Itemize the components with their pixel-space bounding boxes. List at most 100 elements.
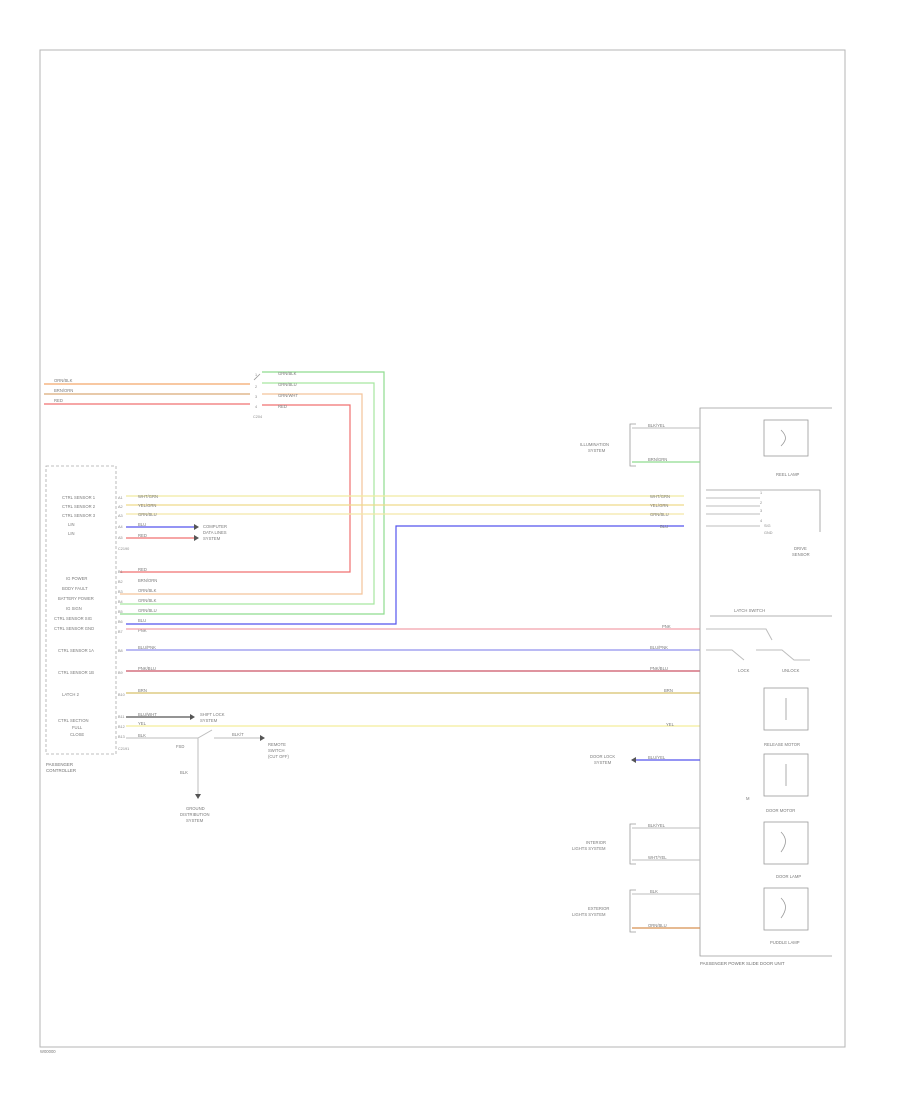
lower-pin-1: B1	[118, 570, 123, 574]
signal-label-right-4: BLU	[660, 524, 668, 529]
lower-pin-label-6: CTRL SENSOR SIG	[54, 616, 92, 621]
ground-callout-1: GROUND	[186, 806, 205, 811]
mid-pin-label-6: CLOSE	[70, 732, 84, 737]
lower-pin-label-5: IG SIGN	[66, 606, 82, 611]
mid-wire-1: BLU/PNK	[138, 645, 156, 650]
door-callout-1: DOOR LOCK	[590, 754, 615, 759]
top-wire-label-2: BRN/ORN	[54, 388, 73, 393]
upper-pin-3: A3	[118, 514, 123, 518]
lower-pin-label-2: IG POWER	[66, 576, 87, 581]
lower-pin-5: B5	[118, 610, 123, 614]
interior-callout-2: LIGHTS SYSTEM	[572, 846, 606, 851]
door-motor-box	[763, 753, 809, 797]
reel-wire-label-2: BRN/GRN	[648, 457, 667, 462]
mid-pin-label-2: CTRL SENSOR 1B	[58, 670, 94, 675]
door-lock-arrow	[631, 757, 636, 763]
signal-label-right-3: GRN/BLU	[650, 512, 669, 517]
c204-pin-2: 2	[255, 385, 257, 389]
controller-connector: C2190	[118, 547, 129, 551]
mid-pin-1: B8	[118, 649, 123, 653]
reel-lamp-name: REEL LAMP	[776, 472, 800, 477]
sensor-pin-1: 1	[760, 491, 762, 495]
lin-wire-2: RED	[138, 533, 147, 538]
controller-subconnector: C2191	[118, 747, 129, 751]
controller-box	[45, 465, 117, 755]
puddle-lamp-name: PUDDLE LAMP	[770, 940, 800, 945]
puddle-wire-label-1: BLK	[650, 889, 658, 894]
lower-wire-5: GRN/BLU	[138, 608, 157, 613]
ground-arrow	[195, 794, 201, 799]
grn-blk-wire	[120, 371, 385, 615]
release-motor-box	[763, 687, 809, 731]
remote-arrow	[260, 735, 265, 741]
lin-callout-2: DATA LINES	[203, 530, 227, 535]
door-lamp-bracket	[629, 823, 636, 865]
latch-label-right-2: BLU/PNK	[650, 645, 668, 650]
controller-name-1: PASSENGER	[46, 762, 73, 767]
sensor-pin-2: 2	[760, 501, 762, 505]
lower-pin-label-7: CTRL SENSOR GND	[54, 626, 94, 631]
door-motor-wire-label: BLU/YEL	[648, 755, 666, 760]
lin-arrow-2	[194, 535, 199, 541]
puddle-lamp-box	[763, 887, 809, 931]
ground-wire-label: BLK	[180, 770, 188, 775]
mid-wire-2: PNK/BLU	[138, 666, 156, 671]
signal-label-left-3: GRN/BLU	[138, 512, 157, 517]
sensor-label-sig: SIG	[764, 524, 771, 528]
sensor-label-gnd: GND	[764, 531, 773, 535]
signal-label-right-1: WHT/GRN	[650, 494, 670, 499]
sensor-pin-4: 4	[760, 519, 762, 523]
motor-m-label: M	[746, 796, 750, 801]
puddle-wire-label-2: ORN/BLU	[648, 923, 667, 928]
top-wire-label-3: RED	[54, 398, 63, 403]
passenger-controller: PASSENGER CONTROLLER CTRL SENSOR 1 CTRL …	[45, 465, 129, 773]
signal-label-left-2: YEL/GRN	[138, 503, 156, 508]
ground-pin: FSD	[176, 744, 184, 749]
lower-wire-1: RED	[138, 567, 147, 572]
upper-pin-label-1: CTRL SENSOR 1	[62, 495, 96, 500]
lower-wire-2: BRN/ORN	[138, 578, 157, 583]
shift-callout-2: SYSTEM	[200, 718, 218, 723]
reel-bracket	[629, 423, 636, 467]
remote-callout-2: SWITCH	[268, 748, 285, 753]
reel-wire-label-1: BLK/YEL	[648, 423, 666, 428]
lin-arrow-1	[194, 524, 199, 530]
upper-pin-label-3: CTRL SENSOR 3	[62, 513, 96, 518]
top-harness: ORN/BLK BRN/ORN RED 1 2 3 4 C204 GRN/BLK…	[44, 371, 385, 615]
page-code: W00000	[40, 1049, 56, 1054]
c204-wire-3: GRN/WHT	[278, 393, 298, 398]
lower-wire-7: PNK	[138, 628, 147, 633]
exterior-callout-1: EXTERIOR	[588, 906, 609, 911]
door-callout-2: SYSTEM	[594, 760, 612, 765]
lower-pin-6: B6	[118, 620, 123, 624]
puddle-bracket	[629, 889, 636, 933]
c204-pin-1: 1	[255, 373, 257, 377]
mid-pin-5: B12	[118, 725, 125, 729]
top-wire-label-1: ORN/BLK	[54, 378, 73, 383]
motor-label-right-2: YEL	[666, 722, 675, 727]
upper-pin-1: A1	[118, 496, 123, 500]
latch-label-right-1: PNK	[662, 624, 671, 629]
lin-callout-3: SYSTEM	[203, 536, 221, 541]
mid-wire-3: BRN	[138, 688, 147, 693]
door-lamp-wire-label-2: WHT/YEL	[648, 855, 667, 860]
door-unit-outline	[699, 407, 832, 957]
door-motor-name: DOOR MOTOR	[766, 808, 795, 813]
red-wire-loop	[120, 404, 351, 573]
reel-lamp-box	[763, 419, 809, 457]
lower-pin-2: B2	[118, 580, 123, 584]
motor-label-right-1: BRN	[664, 688, 673, 693]
signal-label-right-2: YEL/GRN	[650, 503, 668, 508]
mid-pin-3: B10	[118, 693, 125, 697]
drive-sensor-outline	[706, 489, 821, 532]
mid-pin-6: B13	[118, 735, 125, 739]
slide-door-unit: PASSENGER POWER SLIDE DOOR UNIT REEL LAM…	[572, 407, 832, 966]
mid-wire-4: BLU/WHT	[138, 712, 157, 717]
upper-pin-4: A4	[118, 525, 123, 529]
door-lamp-box	[763, 821, 809, 865]
mid-pin-label-1: CTRL SENSOR 1A	[58, 648, 94, 653]
ground-callout-2: DISTRIBUTION	[180, 812, 210, 817]
shift-arrow	[190, 714, 195, 720]
latch-label-right-3: PNK/BLU	[650, 666, 668, 671]
switch-lock: LOCK	[738, 668, 750, 673]
